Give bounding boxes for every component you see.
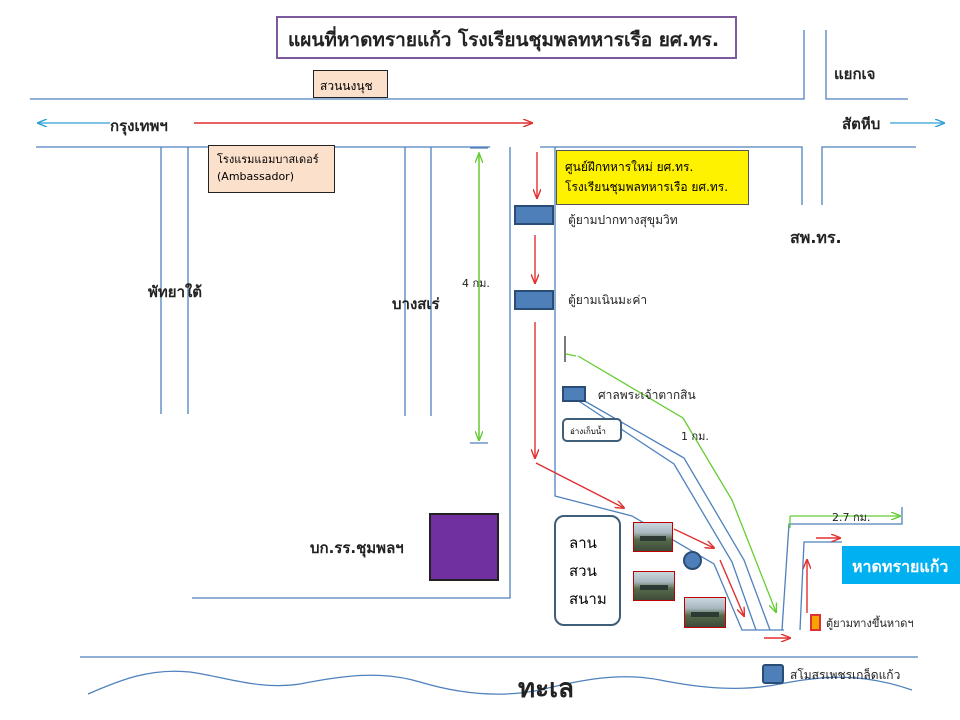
shrine-icon — [562, 386, 586, 402]
place-nern-makham-post: ตู้ยามเนินมะค่า — [568, 293, 648, 307]
club-icon — [762, 664, 784, 684]
camp-name-line1: ศูนย์ฝึกทหารใหม่ ยศ.ทร. — [565, 160, 694, 174]
camp-name-line2: โรงเรียนชุมพลทหารเรือ ยศ.ทร. — [565, 180, 729, 194]
place-garden: สวนนงนุช — [313, 70, 388, 98]
route-arrows — [194, 123, 840, 638]
landmark-circle-icon — [683, 551, 702, 570]
place-hq: บก.รร.ชุมพลฯ — [310, 539, 404, 557]
place-sattahip: สัตหีบ — [842, 115, 881, 133]
plaza-line2: สวน — [569, 562, 597, 580]
place-sukhumvit-post: ตู้ยามปากทางสุขุมวิท — [568, 213, 678, 227]
place-training-camp: ศูนย์ฝึกทหารใหม่ ยศ.ทร. โรงเรียนชุมพลทหา… — [556, 150, 749, 205]
place-south-pattaya: พัทยาใต้ — [148, 283, 203, 301]
distance-label-3: 2.7 กม. — [832, 511, 871, 524]
map-title: แผนที่หาดทรายแก้ว โรงเรียนชุมพลทหารเรือ … — [276, 16, 737, 59]
beach-guard-post-icon — [810, 614, 821, 631]
place-plaza: ลาน สวน สนาม — [554, 515, 621, 626]
place-navy-office: สพ.ทร. — [790, 228, 842, 247]
photo-thumbnail — [633, 571, 675, 601]
guard-post-icon — [514, 290, 554, 310]
plaza-line3: สนาม — [569, 590, 607, 608]
hotel-name-thai: โรงแรมแอมบาสเดอร์ — [217, 153, 319, 166]
hq-building-icon — [429, 513, 499, 581]
photo-thumbnail — [633, 522, 673, 552]
sea-coastline — [80, 656, 918, 695]
place-hotel: โรงแรมแอมบาสเดอร์ (Ambassador) — [208, 145, 335, 193]
place-beach-post: ตู้ยามทางขึ้นหาดฯ — [826, 617, 914, 630]
distance-markers — [470, 147, 900, 612]
place-beach: หาดทรายแก้ว — [842, 546, 960, 584]
hotel-name-english: (Ambassador) — [217, 170, 294, 183]
place-junction: แยกเจ — [834, 65, 876, 83]
distance-label-1: 4 กม. — [462, 277, 490, 290]
distance-label-2: 1 กม. — [681, 430, 709, 443]
place-water-tank: อ่างเก็บน้ำ — [562, 418, 622, 442]
guard-post-icon — [514, 205, 554, 225]
place-club: สโมสรเพชรเกล็ดแก้ว — [790, 668, 901, 682]
place-bang-sare: บางสเร่ — [392, 295, 440, 313]
place-bangkok: กรุงเทพฯ — [110, 117, 168, 135]
place-shrine: ศาลพระเจ้าตากสิน — [598, 388, 696, 402]
photo-thumbnail — [684, 597, 726, 628]
place-sea: ทะเล — [518, 674, 574, 704]
plaza-line1: ลาน — [569, 534, 597, 552]
